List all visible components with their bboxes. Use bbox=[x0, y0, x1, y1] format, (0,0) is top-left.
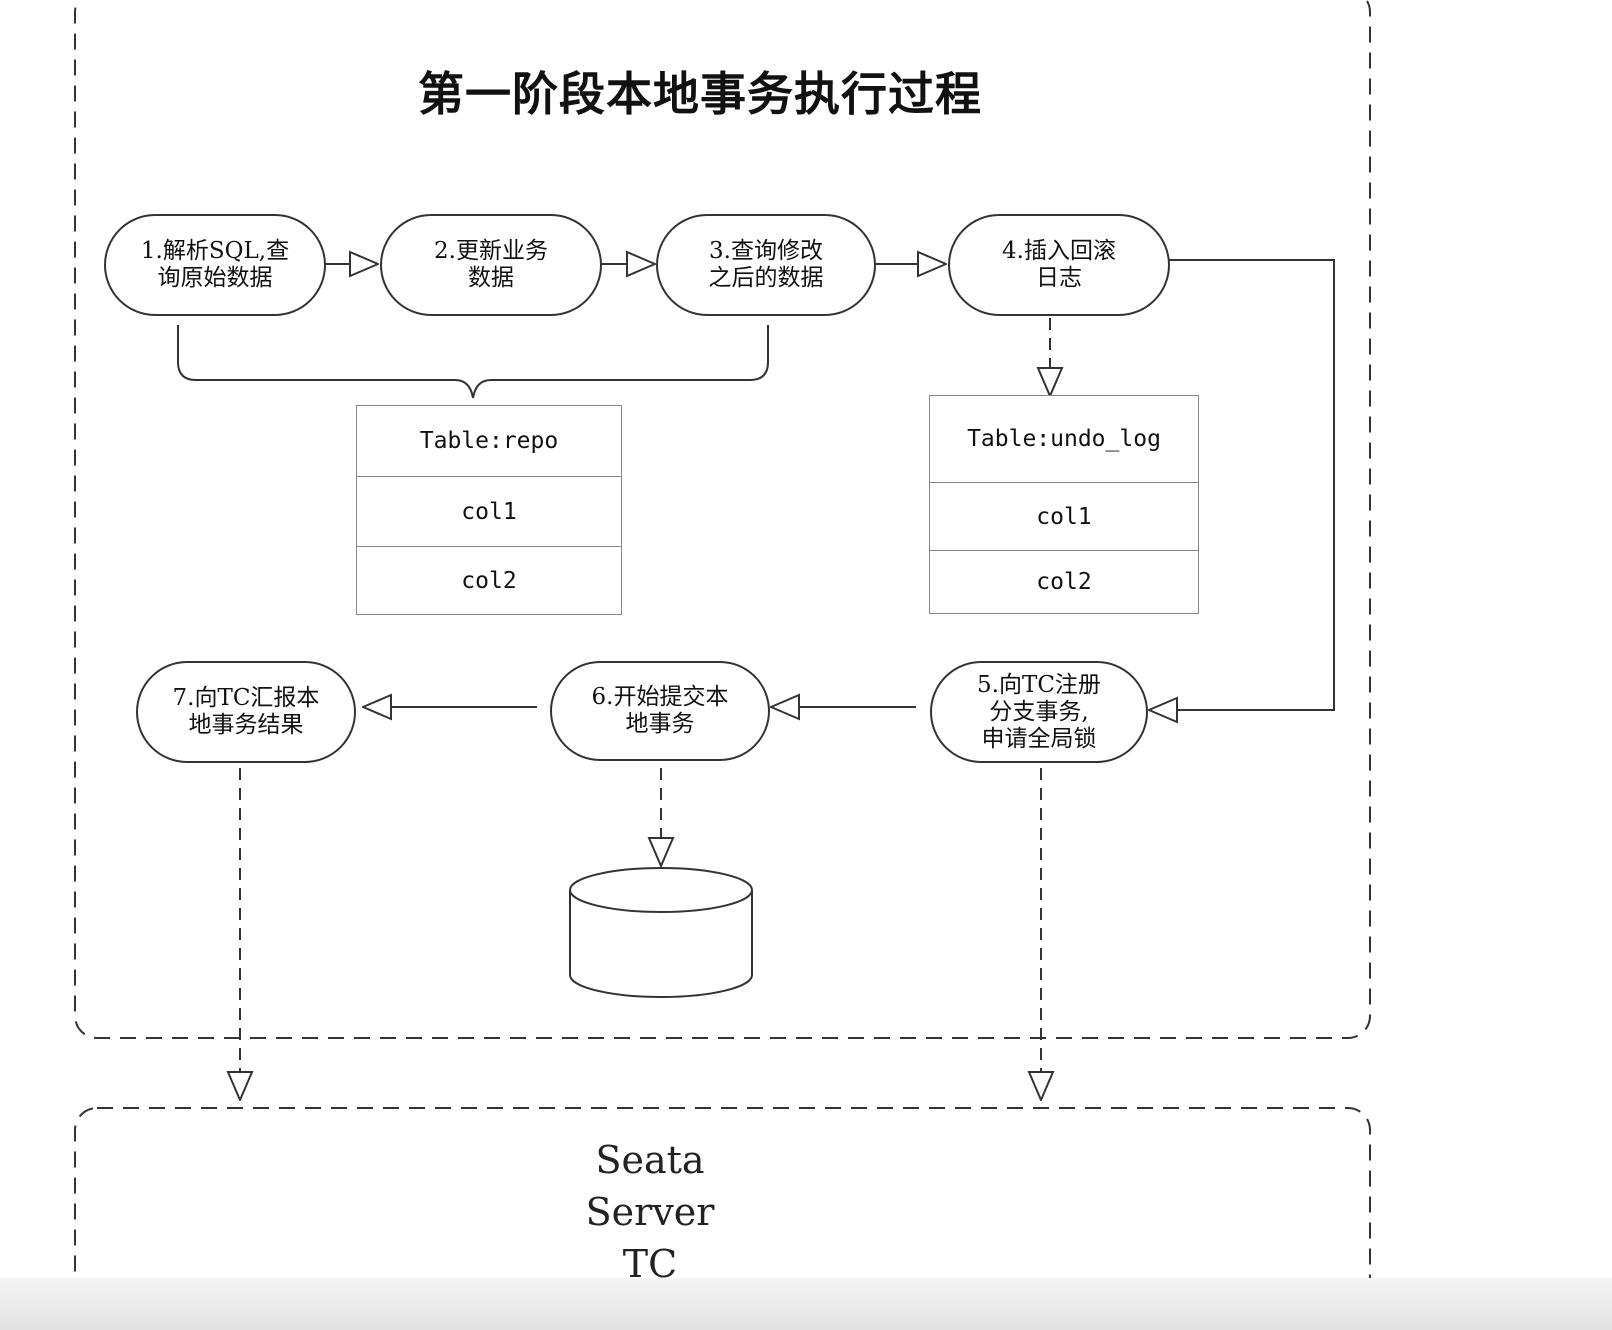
step-3-query-after: 3.查询修改 之后的数据 bbox=[656, 214, 876, 316]
step-2-update-data: 2.更新业务 数据 bbox=[380, 214, 602, 316]
seata-server-label: Seata Server TC bbox=[585, 1138, 715, 1286]
step-5-register-branch: 5.向TC注册 分支事务, 申请全局锁 bbox=[930, 661, 1148, 763]
bottom-edge-strip bbox=[0, 1278, 1612, 1330]
step-4-insert-undo-log: 4.插入回滚 日志 bbox=[948, 214, 1170, 316]
brace-connector bbox=[177, 325, 769, 399]
arrow-4-to-5 bbox=[1149, 259, 1335, 710]
table-repo: Table:repo col1 col2 bbox=[356, 405, 622, 615]
step-7-report-result: 7.向TC汇报本 地事务结果 bbox=[136, 661, 356, 763]
database-icon bbox=[569, 867, 753, 998]
table-repo-col2: col2 bbox=[357, 546, 621, 614]
table-repo-col1: col1 bbox=[357, 476, 621, 546]
table-undo-log-col2: col2 bbox=[930, 550, 1198, 613]
step-6-commit-local: 6.开始提交本 地事务 bbox=[550, 661, 770, 761]
phase-container bbox=[74, 0, 1371, 1039]
table-undo-log-header: Table:undo_log bbox=[967, 426, 1161, 452]
table-undo-log-col1: col1 bbox=[930, 482, 1198, 550]
step-1-parse-sql: 1.解析SQL,查 询原始数据 bbox=[104, 214, 326, 316]
table-repo-header: Table:repo bbox=[419, 428, 559, 454]
table-undo-log: Table:undo_log col1 col2 bbox=[929, 395, 1199, 614]
diagram-title: 第一阶段本地事务执行过程 bbox=[418, 67, 982, 121]
